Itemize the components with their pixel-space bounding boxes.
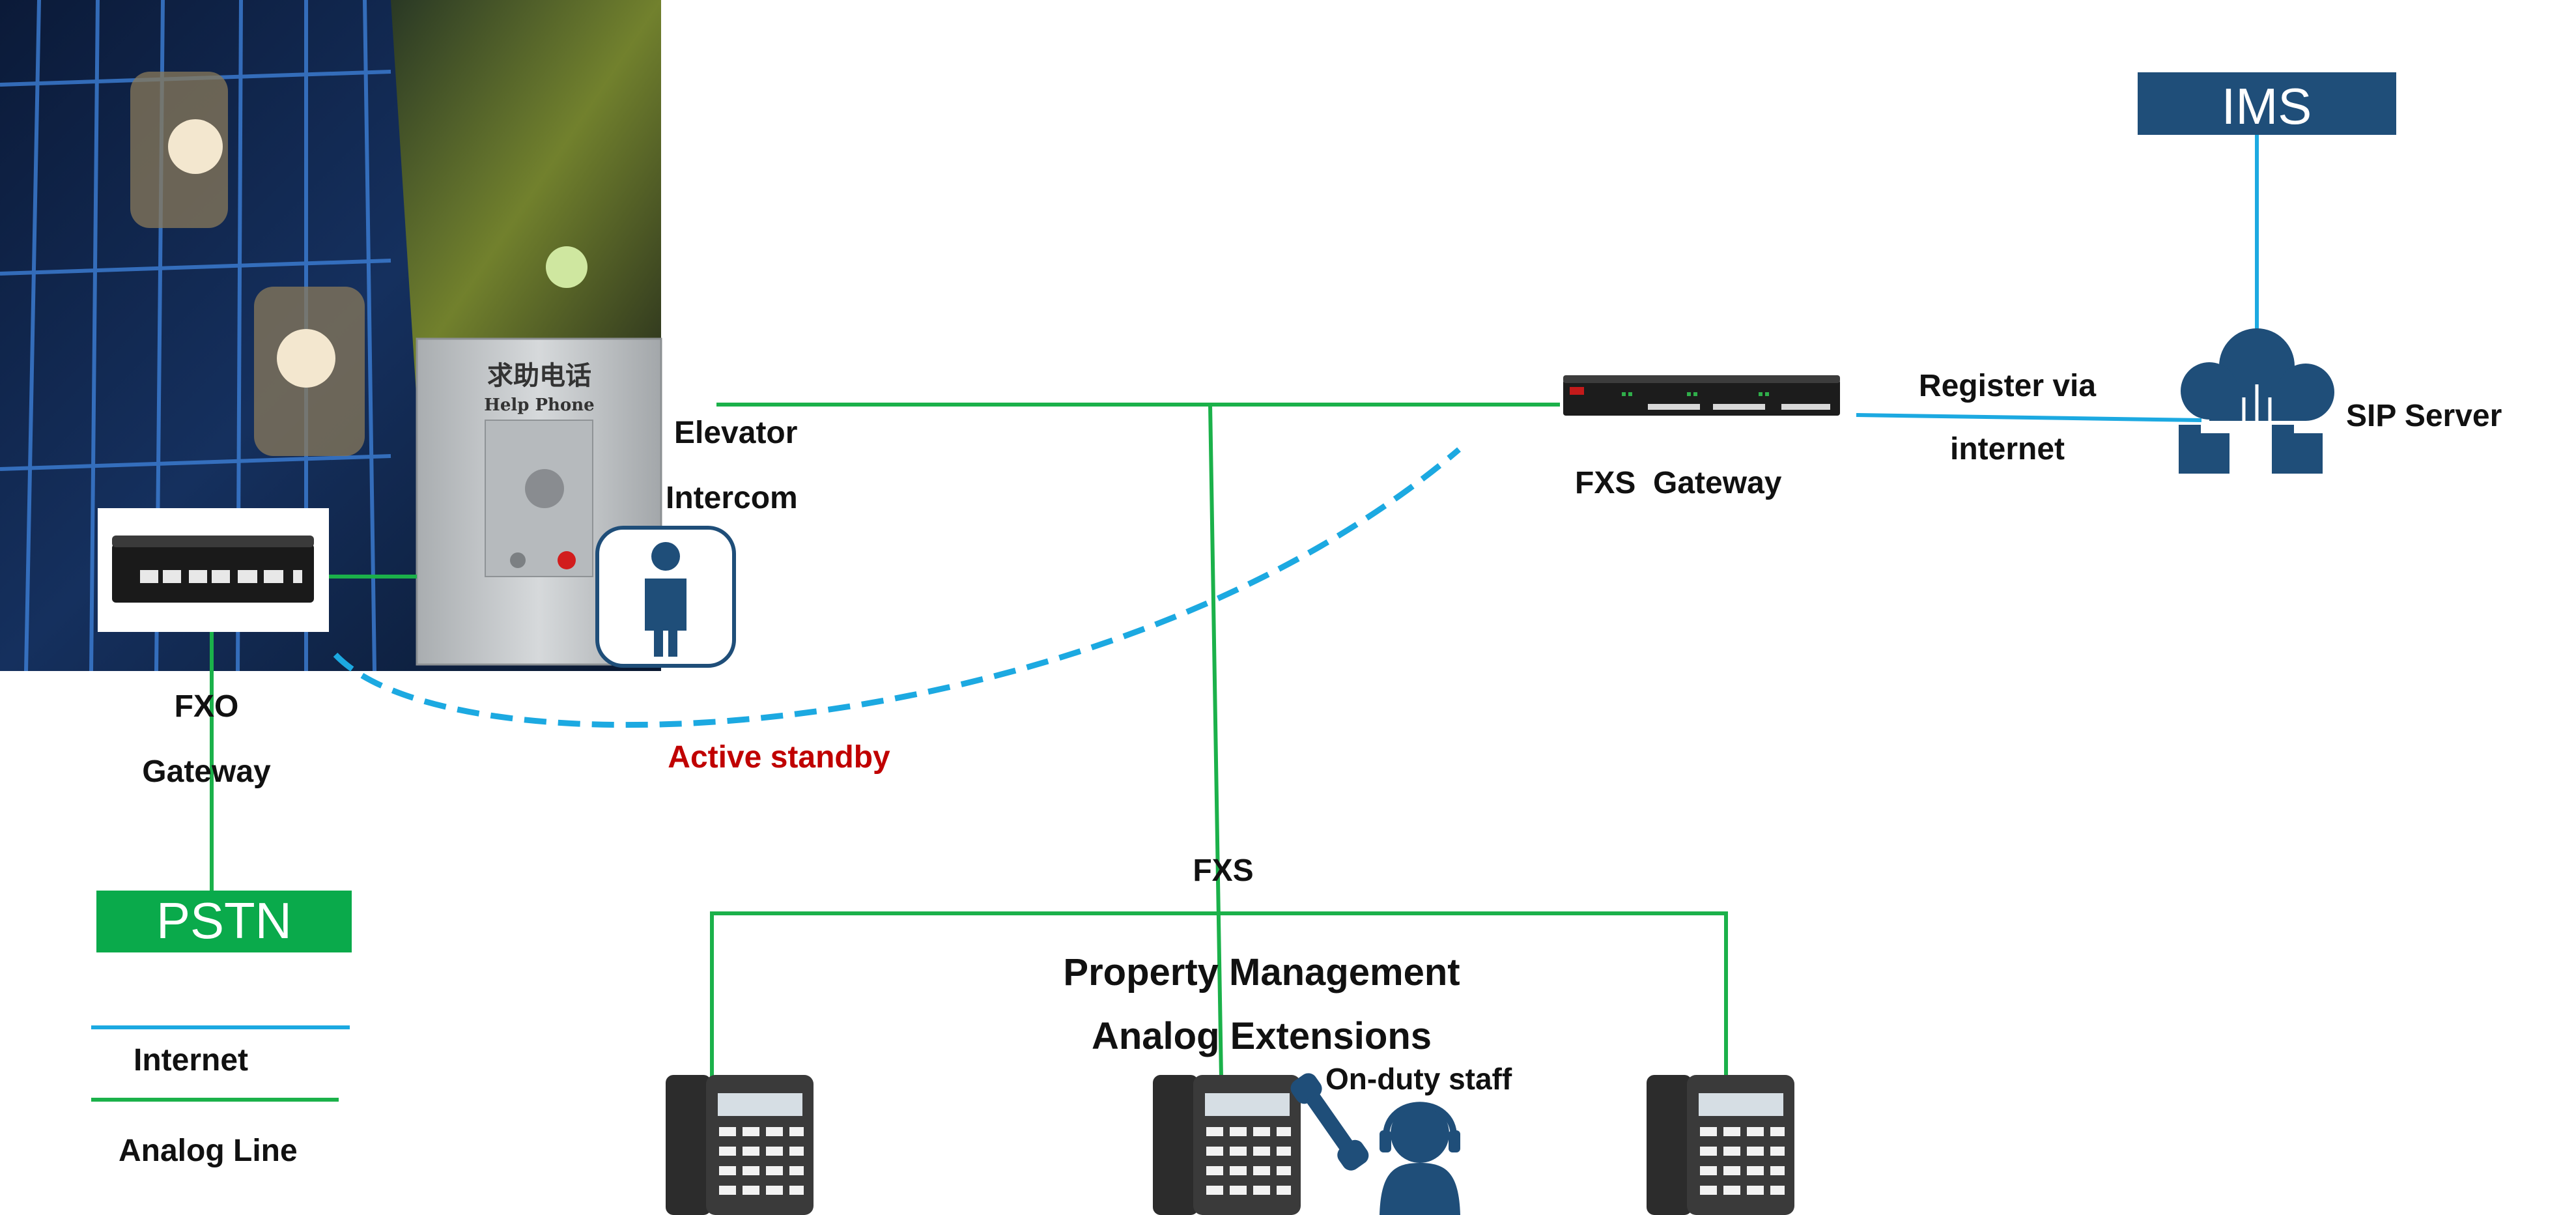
pstn-label: PSTN <box>156 892 292 949</box>
property-management-label-line1: Property Management <box>1063 951 1460 993</box>
sip-server-label: SIP Server <box>2346 399 2502 433</box>
handset-icon <box>1290 1073 1369 1171</box>
pstn-box: PSTN <box>96 891 352 952</box>
panel-title-cn: 求助电话 <box>487 361 591 391</box>
active-standby-curve <box>333 447 1461 728</box>
elevator-intercom-label-line2: Intercom <box>666 481 798 515</box>
staff-headset-icon <box>1380 1102 1460 1215</box>
register-via-label-line2: internet <box>1950 432 2065 466</box>
person-icon <box>595 526 736 668</box>
active-standby-label: Active standby <box>668 740 890 775</box>
on-duty-staff-label: On-duty staff <box>1325 1062 1512 1096</box>
fxo-gateway-label-line1: FXO <box>175 689 239 724</box>
desk-phone-icon <box>1647 1075 1794 1215</box>
elevator-intercom-label-line1: Elevator <box>674 416 797 450</box>
fxo-gateway-device <box>98 508 329 632</box>
fxs-label: FXS <box>1193 853 1253 888</box>
fxs-gateway-device <box>1563 375 1840 416</box>
ims-box: IMS <box>2138 72 2396 135</box>
fxo-gateway-label-line2: Gateway <box>142 754 271 789</box>
register-via-label-line1: Register via <box>1919 369 2096 403</box>
internet-lines <box>91 135 2259 1029</box>
ims-label: IMS <box>2222 78 2312 135</box>
cloud-server-icon <box>2179 328 2334 474</box>
analog-lines <box>91 403 1728 1102</box>
desk-phone-icon <box>666 1075 814 1215</box>
desk-phone-icon <box>1153 1075 1301 1215</box>
property-management-label-line2: Analog Extensions <box>1092 1015 1432 1057</box>
legend-internet-label: Internet <box>134 1043 248 1078</box>
legend-analog-line-label: Analog Line <box>119 1134 298 1168</box>
panel-title-en: Help Phone <box>484 395 594 415</box>
fxs-gateway-label: FXS Gateway <box>1575 466 1782 500</box>
